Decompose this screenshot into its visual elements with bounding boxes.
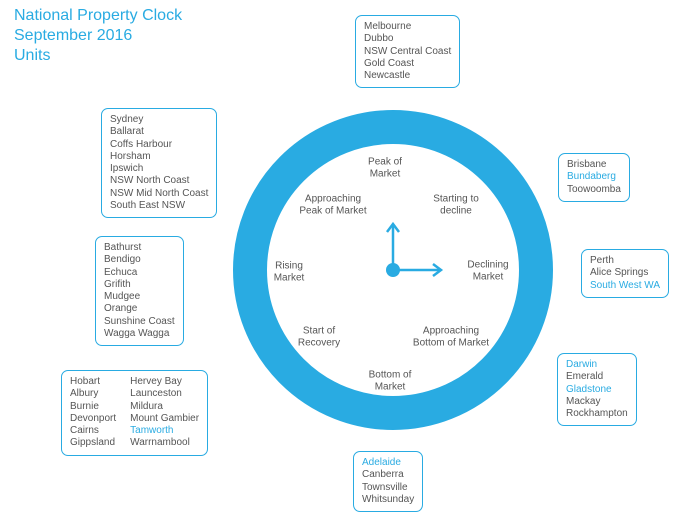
- location-item: Bendigo: [104, 254, 141, 266]
- phase-rising-market: Rising Market: [274, 261, 305, 286]
- location-item: Gladstone: [566, 383, 612, 395]
- title-line-3: Units: [14, 47, 51, 64]
- location-item: Toowoomba: [567, 183, 621, 195]
- location-item: South East NSW: [110, 200, 186, 212]
- location-item: Dubbo: [364, 33, 394, 45]
- location-item: Burnie: [70, 400, 99, 412]
- location-item: Adelaide: [362, 457, 401, 468]
- phase-peak-line-2: Market: [369, 169, 401, 180]
- location-item: NSW Mid North Coast: [110, 187, 209, 199]
- location-item: South West WA: [590, 279, 661, 291]
- phase-approaching-peak: Approaching Peak of Market: [299, 194, 366, 219]
- location-item: Grifith: [104, 278, 131, 290]
- phase-approaching-bottom-line-1: Approaching: [422, 325, 480, 337]
- location-item: Albury: [70, 388, 99, 400]
- location-item: Bundaberg: [567, 171, 616, 183]
- clock-center: [386, 263, 400, 277]
- location-item: Bathurst: [104, 242, 142, 253]
- diagram-title: National Property Clock September 2016 U…: [14, 6, 182, 66]
- clock-hand-horizontal-arrowhead: [432, 263, 444, 277]
- location-item: Canberra: [362, 469, 404, 481]
- phase-start-of-recovery: Start of Recovery: [298, 326, 340, 351]
- phase-starting-line-1: Starting to: [433, 193, 479, 205]
- location-item: Horsham: [110, 150, 151, 162]
- title-line-1: National Property Clock: [14, 7, 183, 24]
- title-line-2: September 2016: [14, 27, 133, 44]
- phase-approaching-peak-line-2: Peak of Market: [299, 206, 367, 217]
- location-item: Echuca: [104, 266, 138, 278]
- phase-rising-line-2: Market: [273, 273, 305, 284]
- location-item: Rockhampton: [566, 408, 628, 420]
- phase-approaching-bottom: Approaching Bottom of Market: [413, 326, 489, 351]
- location-item: Alice Springs: [590, 267, 649, 279]
- location-item: NSW North Coast: [110, 175, 190, 187]
- phase-declining-market: Declining Market: [467, 260, 508, 285]
- location-item: Mount Gambier: [130, 412, 200, 424]
- location-item: Brisbane: [567, 159, 607, 170]
- location-item: Orange: [104, 303, 138, 315]
- clock-hand-vertical-arrowhead: [386, 221, 400, 233]
- location-item: Launceston: [130, 388, 182, 400]
- location-item: Mudgee: [104, 291, 141, 303]
- location-item: Melbourne: [364, 21, 412, 32]
- location-item: Hervey Bay: [130, 376, 182, 387]
- location-item: Coffs Harbour: [110, 138, 173, 150]
- phase-starting-line-2: decline: [440, 206, 472, 217]
- location-item: Whitsunday: [362, 493, 415, 505]
- phase-bottom-of-market: Bottom of Market: [369, 370, 412, 395]
- location-item: Mildura: [130, 400, 163, 412]
- phase-approaching-peak-line-1: Approaching: [304, 193, 362, 205]
- phase-rising-line-1: Rising: [275, 260, 303, 272]
- location-item: Newcastle: [364, 70, 411, 82]
- phase-bottom-line-2: Market: [374, 382, 406, 393]
- location-item: Darwin: [566, 359, 598, 370]
- phase-recovery-line-1: Start of: [302, 325, 336, 337]
- location-item: Cairns: [70, 425, 99, 437]
- phase-starting-to-decline: Starting to decline: [433, 194, 479, 219]
- location-item: Gold Coast: [364, 57, 415, 69]
- location-item: Gippsland: [70, 437, 116, 449]
- location-item: Sunshine Coast: [104, 315, 175, 327]
- phase-peak-line-1: Peak of: [368, 156, 402, 168]
- location-item: Mackay: [566, 395, 601, 407]
- phase-declining-line-1: Declining: [467, 259, 509, 271]
- location-item: Sydney: [110, 114, 144, 125]
- location-item: Warrnambool: [130, 437, 190, 449]
- phase-approaching-bottom-line-2: Bottom of Market: [412, 338, 490, 349]
- location-item: Wagga Wagga: [104, 328, 170, 340]
- phase-recovery-line-2: Recovery: [297, 338, 341, 349]
- phase-bottom-line-1: Bottom of: [368, 369, 412, 381]
- location-item: Townsville: [362, 481, 408, 493]
- phase-declining-line-2: Market: [472, 272, 504, 283]
- location-item: Perth: [590, 255, 614, 266]
- location-item: Ipswich: [110, 163, 144, 175]
- clock-ring: [233, 110, 553, 430]
- phase-peak-of-market: Peak of Market: [368, 157, 402, 182]
- location-item: Ballarat: [110, 126, 144, 138]
- location-item: Hobart: [70, 376, 101, 387]
- location-item: NSW Central Coast: [364, 45, 452, 57]
- location-item: Tamworth: [130, 425, 174, 437]
- location-item: Emerald: [566, 371, 604, 383]
- location-item: Devonport: [70, 412, 117, 424]
